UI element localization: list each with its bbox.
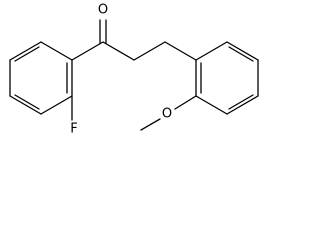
ring-to-carbonyl-bond — [71, 41, 104, 61]
ring-a-bond-5 — [9, 41, 42, 61]
ring-a-double-3 — [14, 46, 40, 62]
ring-b-double-1 — [228, 46, 254, 62]
fluorophenyl-ring — [9, 41, 73, 115]
ring-a-bond-6 — [40, 41, 73, 61]
ring-b-bond-1 — [195, 41, 228, 61]
chain-bond-1 — [102, 41, 135, 61]
c-o-methoxy-bond — [174, 95, 197, 110]
ring-b-bond-4 — [226, 95, 259, 115]
ring-b-double-2 — [228, 94, 254, 110]
ring-b-bond-2 — [226, 41, 259, 61]
o-methyl-bond — [140, 118, 161, 131]
fluorine-label: F — [70, 122, 77, 137]
chain-bond-2 — [133, 41, 166, 61]
ring-a-bond-3 — [9, 95, 42, 115]
carbonyl-oxygen-label: O — [98, 3, 108, 18]
methoxy-oxygen-label: O — [162, 107, 172, 122]
methoxyphenyl-ring — [195, 41, 259, 115]
ring-b-bond-5 — [195, 95, 228, 115]
ring-a-double-2 — [14, 94, 40, 110]
chemical-structure-diagram: F O O — [9, 3, 259, 137]
ring-a-bond-2 — [40, 95, 73, 115]
chain-bond-3 — [164, 41, 197, 61]
